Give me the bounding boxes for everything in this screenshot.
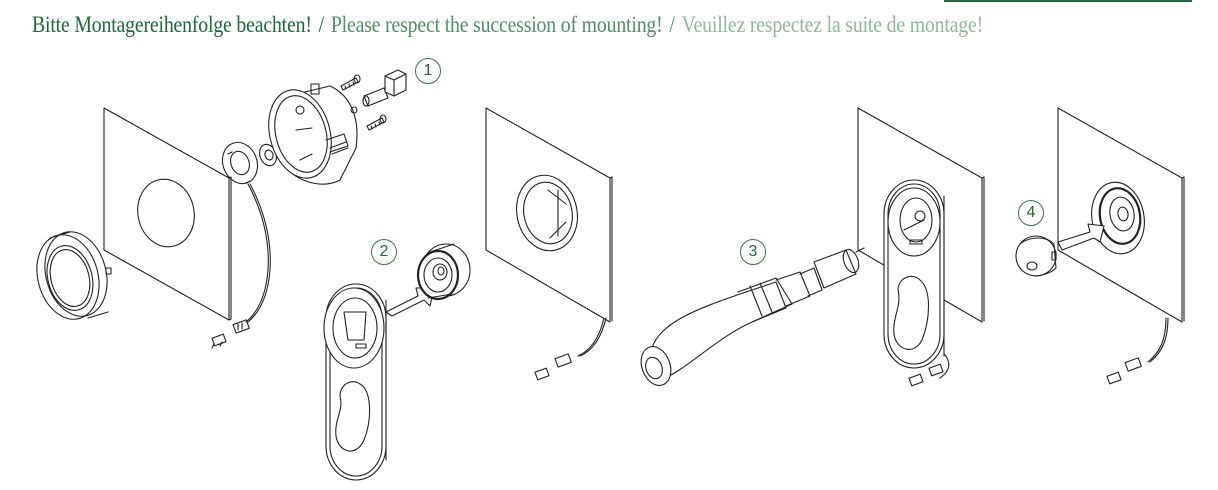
key-pin bbox=[362, 69, 407, 107]
housing bbox=[268, 83, 358, 185]
step-1-drawing bbox=[36, 69, 407, 349]
connector bbox=[908, 363, 944, 387]
step-badge-2: 2 bbox=[371, 239, 397, 265]
module-mounted bbox=[1091, 181, 1145, 255]
instruction-english: Please respect the succession of mountin… bbox=[330, 12, 663, 37]
step-4-drawing bbox=[1015, 107, 1185, 385]
step-3-drawing bbox=[640, 107, 985, 387]
instruction-german: Bitte Montagereihenfolge beachten! bbox=[32, 12, 312, 37]
instruction-french: Veuillez respectez la suite de montage! bbox=[681, 12, 984, 37]
screw-top bbox=[340, 74, 361, 91]
screwdriver bbox=[640, 247, 865, 386]
step-2-drawing bbox=[323, 243, 471, 481]
step-badge-4: 4 bbox=[1018, 200, 1044, 226]
trim-ring bbox=[36, 231, 112, 320]
mounting-ring bbox=[221, 141, 259, 185]
connector bbox=[1106, 357, 1142, 385]
header-rule bbox=[944, 0, 1192, 2]
screw-bottom bbox=[366, 114, 387, 131]
insert-arrow-icon bbox=[1057, 223, 1105, 251]
separator: / bbox=[669, 12, 675, 37]
connector bbox=[211, 319, 250, 349]
connector bbox=[534, 353, 572, 381]
cable bbox=[245, 183, 269, 323]
oval-cover-plate bbox=[323, 283, 387, 481]
oval-cover-plate-mounted bbox=[883, 179, 945, 369]
cap bbox=[1015, 235, 1057, 277]
module bbox=[416, 243, 471, 301]
step-badge-1: 1 bbox=[415, 58, 441, 84]
wall-plate bbox=[103, 107, 232, 321]
separator: / bbox=[318, 12, 325, 37]
step-badge-3: 3 bbox=[740, 239, 766, 265]
instruction-header: Bitte Montagereihenfolge beachten!/Pleas… bbox=[32, 12, 983, 38]
wall-with-ring bbox=[485, 107, 613, 381]
